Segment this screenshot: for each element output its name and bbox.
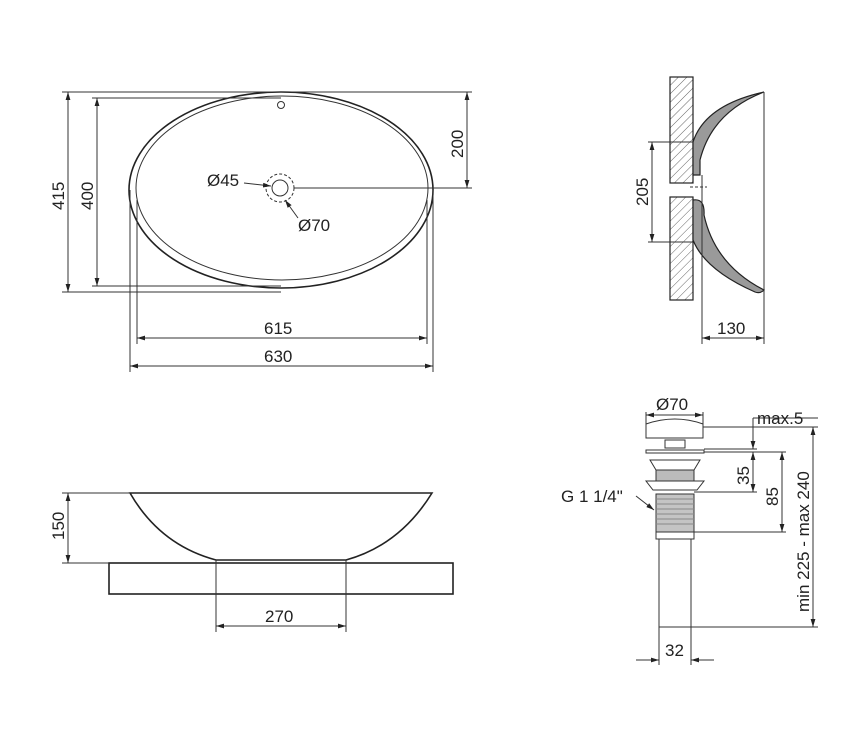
drain-view: Ø70 max.5 35 85 min 225 - max 240 G 1 1/…	[561, 395, 818, 665]
basin-section-bottom	[692, 199, 766, 294]
wall-section-top	[669, 76, 694, 184]
basin-profile	[128, 492, 434, 561]
dim-400: 400	[78, 182, 97, 210]
drain-outer	[265, 173, 295, 203]
dim-130: 130	[717, 319, 745, 338]
dim-total-length: min 225 - max 240	[794, 471, 813, 612]
drain-stem	[664, 439, 686, 449]
dim-35: 35	[734, 466, 753, 485]
drain-pipe	[658, 538, 692, 628]
dim-200: 200	[448, 130, 467, 158]
drain-flange	[645, 449, 705, 454]
dim-630: 630	[264, 347, 292, 366]
basin-outer-rim	[128, 91, 434, 289]
drain-inner	[271, 179, 289, 197]
overflow-hole	[277, 101, 285, 109]
basin-section-top	[692, 91, 765, 176]
drain-ring	[649, 459, 701, 471]
dim-d70: Ø70	[298, 216, 330, 235]
dim-205: 205	[633, 178, 652, 206]
drain-thread	[655, 493, 695, 533]
dim-85: 85	[763, 487, 782, 506]
drain-body	[655, 469, 695, 482]
drain-cap	[645, 418, 704, 439]
side-view: 205 130	[633, 76, 766, 344]
dim-cap-d70: Ø70	[656, 395, 688, 414]
wall-section-bottom	[669, 196, 694, 301]
countertop	[108, 562, 454, 595]
front-view: 150 270	[49, 492, 454, 632]
drain-nut-top	[644, 480, 706, 491]
dim-270: 270	[265, 607, 293, 626]
thread-label: G 1 1/4"	[561, 487, 623, 506]
dim-32: 32	[665, 641, 684, 660]
dim-615: 615	[264, 319, 292, 338]
dim-max5: max.5	[757, 409, 803, 428]
dim-d45: Ø45	[207, 171, 239, 190]
dim-150: 150	[49, 512, 68, 540]
dim-415: 415	[49, 182, 68, 210]
top-view: 415 400 200 Ø45 Ø70 615 630	[49, 91, 472, 372]
